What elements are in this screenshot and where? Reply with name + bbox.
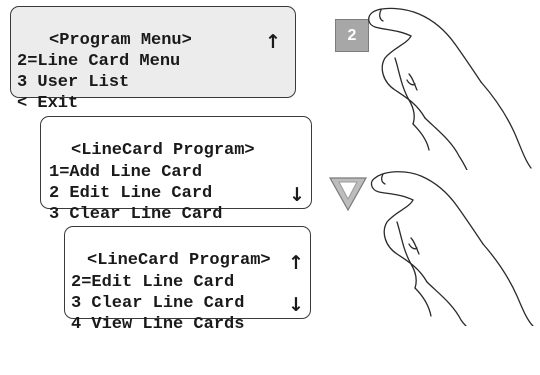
hand-pressing-arrow-key-icon [370, 171, 534, 326]
menu-item-clear-line-card[interactable]: 3 Clear Line Card [49, 205, 223, 224]
menu-item-line-card-menu[interactable]: 2=Line Card Menu [17, 52, 181, 71]
menu-item-exit[interactable]: < Exit [17, 94, 79, 113]
menu-item-edit-line-card[interactable]: 2=Edit Line Card [71, 273, 235, 292]
lcd-title: <LineCard Program> [71, 141, 255, 160]
lcd-linecard-program-1: <LineCard Program> 1=Add Line Card 2 Edi… [40, 116, 312, 224]
menu-item-clear-line-card[interactable]: 3 Clear Line Card [71, 294, 245, 313]
lcd-program-menu: <Program Menu> 2=Line Card Menu ↑ 3 User… [10, 6, 296, 113]
lcd-linecard-program-2: <LineCard Program> 2=Edit Line Card ↑ 3 … [64, 226, 311, 334]
scroll-down-arrow-icon: ↓ [288, 294, 304, 316]
menu-item-user-list[interactable]: 3 User List [17, 73, 130, 92]
scroll-up-arrow-icon: ↑ [265, 31, 281, 53]
digit-2-key[interactable]: 2 [335, 19, 369, 52]
hand-pressing-key-icon [368, 7, 532, 170]
scroll-down-arrow-icon: ↓ [289, 184, 305, 206]
menu-item-add-line-card[interactable]: 1=Add Line Card [49, 163, 203, 182]
scroll-up-arrow-icon: ↑ [288, 252, 304, 274]
triangle-down-key-icon[interactable] [326, 172, 372, 214]
menu-item-view-line-cards[interactable]: 4 View Line Cards [71, 315, 245, 334]
menu-item-edit-line-card[interactable]: 2 Edit Line Card [49, 184, 213, 203]
lcd-title: <Program Menu> [49, 31, 192, 50]
lcd-title: <LineCard Program> [87, 251, 271, 270]
